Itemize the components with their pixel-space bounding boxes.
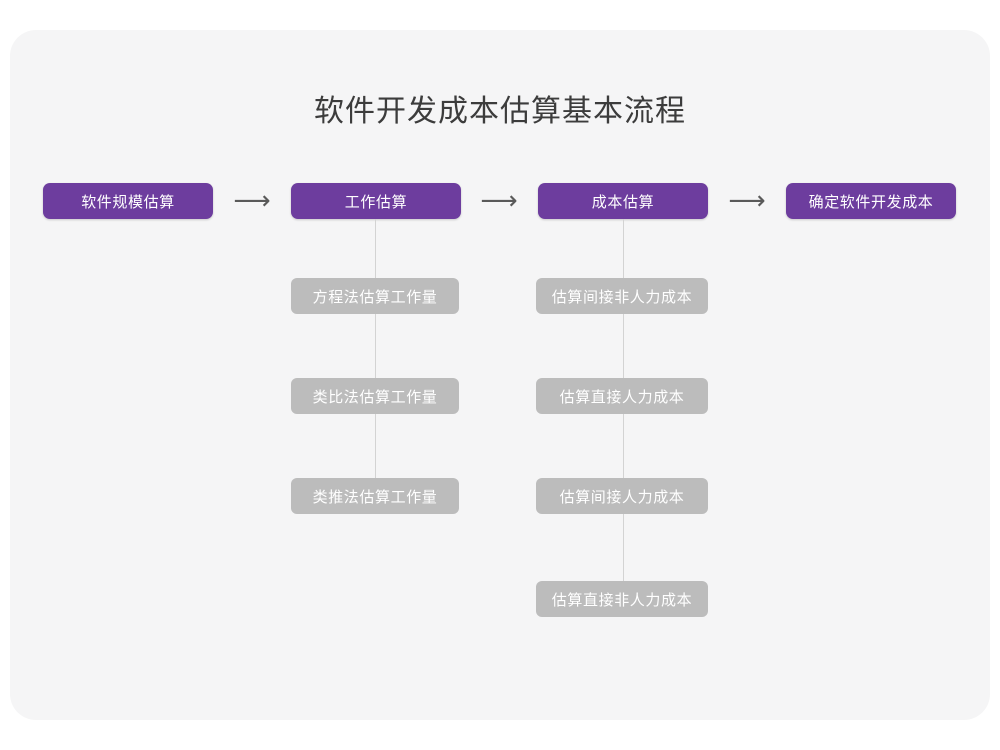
- branch-node-direct-labor-cost[interactable]: 估算直接人力成本: [536, 378, 708, 414]
- connector-line-work-estimation: [375, 219, 376, 498]
- branch-node-indirect-nonlabor-cost[interactable]: 估算间接非人力成本: [536, 278, 708, 314]
- flow-node-work-estimation[interactable]: 工作估算: [291, 183, 461, 219]
- flow-node-software-scale-estimation[interactable]: 软件规模估算: [43, 183, 213, 219]
- branch-node-equation-method[interactable]: 方程法估算工作量: [291, 278, 459, 314]
- arrow-right-icon-1: ⟶: [233, 186, 271, 216]
- page-title: 软件开发成本估算基本流程: [314, 95, 686, 128]
- branch-node-indirect-labor-cost[interactable]: 估算间接人力成本: [536, 478, 708, 514]
- diagram-card: [10, 30, 990, 720]
- branch-node-analogy-method[interactable]: 类比法估算工作量: [291, 378, 459, 414]
- branch-node-inference-method[interactable]: 类推法估算工作量: [291, 478, 459, 514]
- flow-node-determine-development-cost[interactable]: 确定软件开发成本: [786, 183, 956, 219]
- flow-node-cost-estimation[interactable]: 成本估算: [538, 183, 708, 219]
- branch-node-direct-nonlabor-cost[interactable]: 估算直接非人力成本: [536, 581, 708, 617]
- arrow-right-icon-3: ⟶: [728, 186, 766, 216]
- arrow-right-icon-2: ⟶: [480, 186, 518, 216]
